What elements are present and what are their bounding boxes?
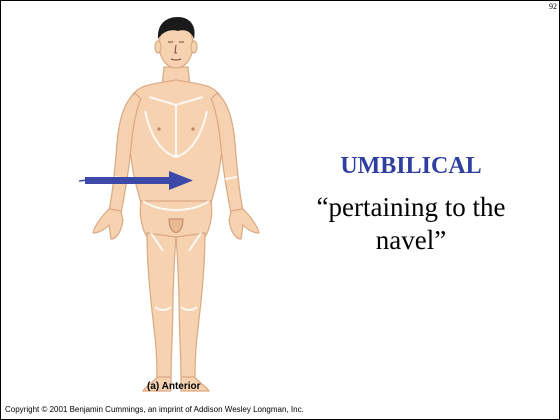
- term-title: UMBILICAL: [291, 153, 531, 180]
- page-number: 92: [549, 2, 557, 11]
- copyright-notice: Copyright © 2001 Benjamin Cummings, an i…: [5, 405, 304, 414]
- arrow-right-icon: [79, 169, 199, 193]
- figure-caption: (a) Anterior: [147, 381, 201, 392]
- anatomy-figure: [71, 7, 281, 407]
- term-definition: “pertaining to the navel”: [286, 191, 536, 257]
